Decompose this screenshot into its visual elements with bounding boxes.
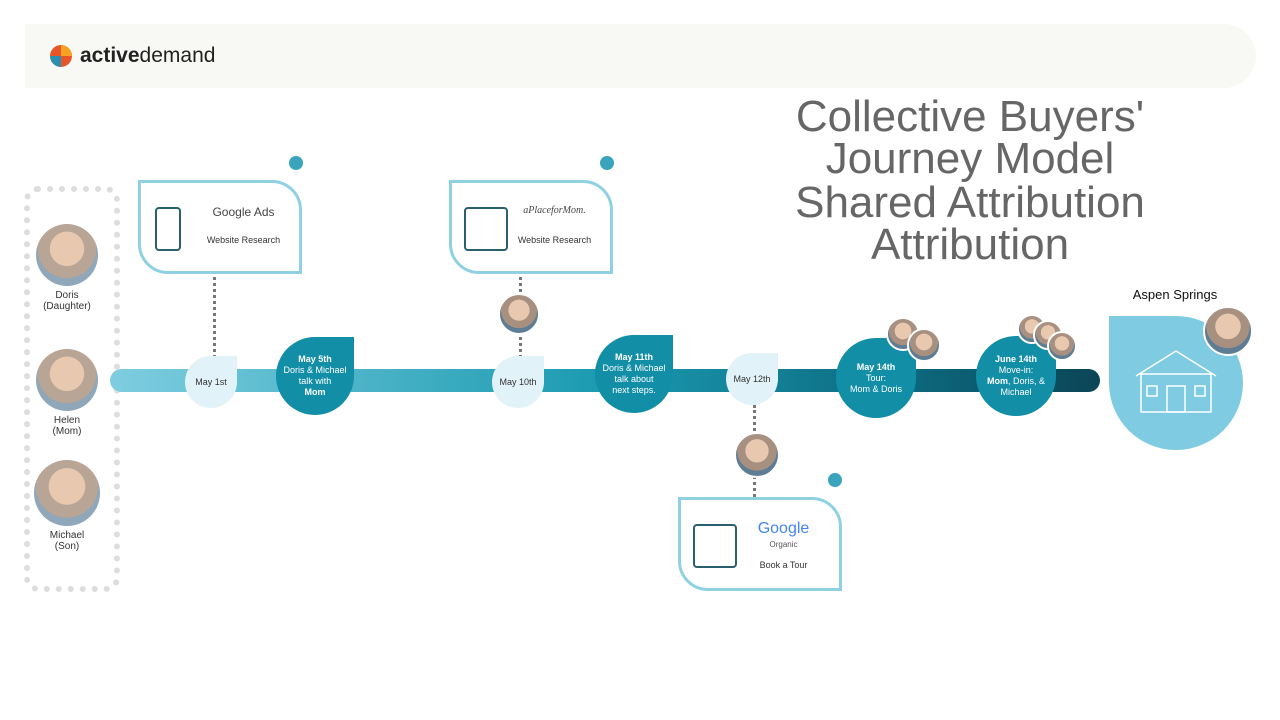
monitor-icon [693,524,737,568]
avatar-michael [734,432,780,478]
header-bar [25,24,1256,88]
logo-light: demand [139,44,216,67]
building-icon [1135,350,1217,413]
milestone-may-12: May 12th [726,353,778,405]
title-a: Collective Buyers'Journey Model [700,92,1240,183]
destination-label: Aspen Springs [1132,287,1218,302]
title-b-line2: Attribution [870,220,1070,269]
title-b-line1: Shared Attribution [795,178,1145,227]
person-michael: Michael(Son) [34,460,100,552]
logo-icon [50,45,72,67]
pin-icon [600,156,614,170]
avatar [36,224,98,286]
title-a-line2: Journey Model [825,134,1115,183]
title-a-line1: Collective Buyers' [795,92,1145,141]
avatar-helen [1203,306,1253,356]
monitor-icon [464,207,508,251]
person-helen: Helen(Mom) [34,349,100,437]
person-doris: Doris(Daughter) [34,224,100,312]
avatar-michael [1047,331,1077,361]
avatar [34,460,100,526]
phone-icon [155,207,181,251]
avatar [36,349,98,411]
connector [213,270,216,358]
avatar-helen [907,328,941,362]
card-google-organic: Google Organic Book a Tour [678,497,842,591]
activedemand-logo[interactable]: activedemand [50,44,215,68]
logo-bold: active [80,44,140,67]
card-aplaceformom: aPlaceforMom.Website Research [449,180,613,274]
avatar-doris [498,293,540,335]
milestone-may-10: May 10th [492,356,544,408]
pin-icon [289,156,303,170]
pin-icon [828,473,842,487]
milestone-may-1: May 1st [185,356,237,408]
